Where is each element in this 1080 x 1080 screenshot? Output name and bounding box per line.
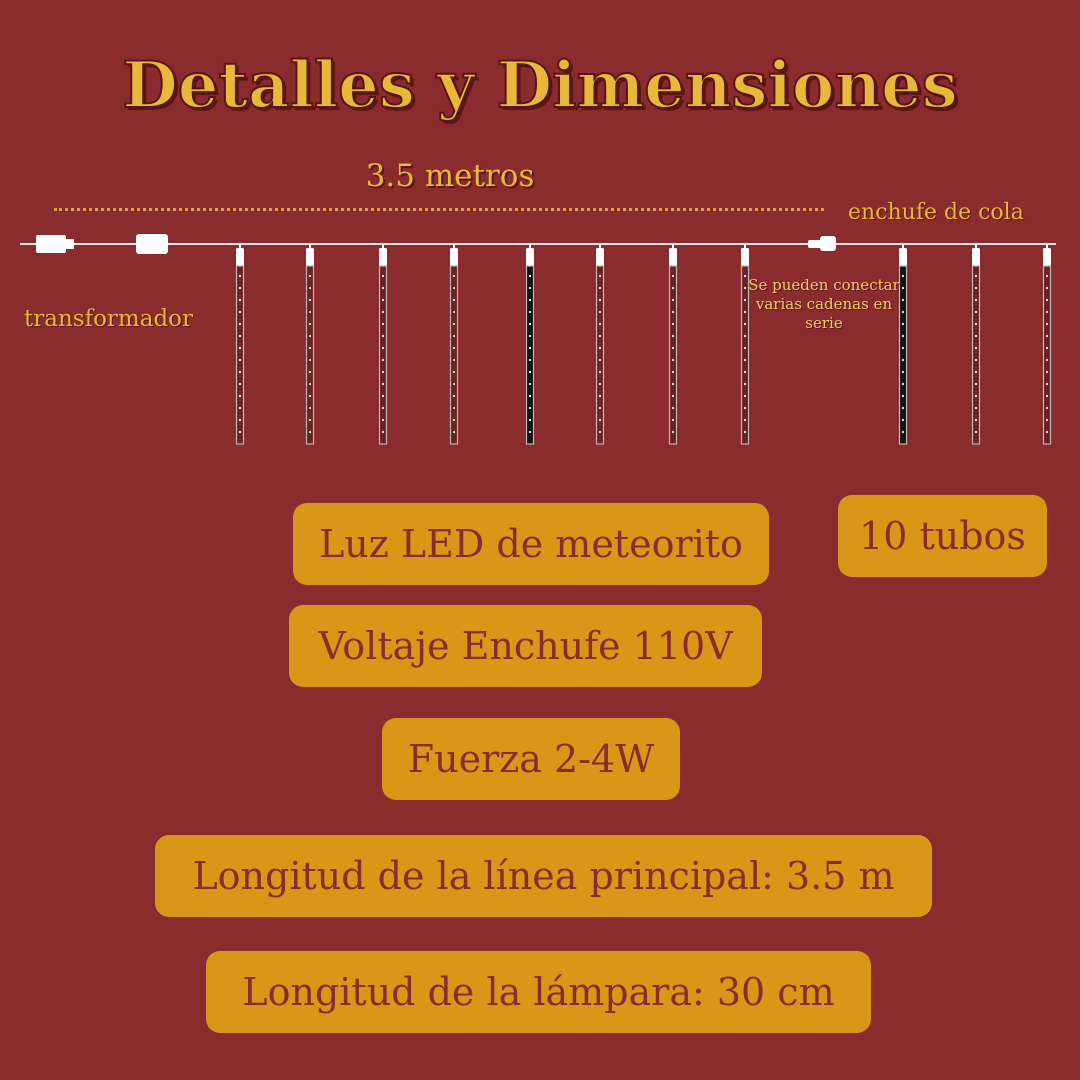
voltage-badge: Voltaje Enchufe 110V	[289, 605, 762, 687]
transformer-label: transformador	[24, 306, 194, 332]
voltage-label: Voltaje Enchufe 110V	[318, 624, 733, 668]
transformer-icon	[136, 234, 168, 254]
meteor-tube	[668, 244, 678, 445]
length-label: 3.5 metros	[365, 158, 535, 194]
series-connection-note: Se pueden conectar varias cadenas en ser…	[748, 276, 900, 332]
tail-connector-icon	[808, 236, 836, 251]
tail-plug-label: enchufe de cola	[848, 200, 1024, 225]
meteor-tube	[595, 244, 605, 445]
light-string-diagram	[20, 234, 1056, 445]
power-label: Fuerza 2-4W	[407, 737, 655, 781]
main-line-length-badge: Longitud de la línea principal: 3.5 m	[155, 835, 932, 917]
length-dimension-line	[54, 208, 824, 211]
meteor-tube	[449, 244, 459, 445]
lamp-length-label: Longitud de la lámpara: 30 cm	[242, 970, 835, 1014]
meteor-tube	[971, 244, 981, 445]
power-badge: Fuerza 2-4W	[382, 718, 680, 800]
lamp-length-badge: Longitud de la lámpara: 30 cm	[206, 951, 871, 1033]
meteor-tube	[740, 244, 750, 445]
type-badge-label: Luz LED de meteorito	[319, 522, 743, 566]
tube-group	[235, 244, 1052, 445]
type-badge: Luz LED de meteorito	[293, 503, 769, 585]
main-line-length-label: Longitud de la línea principal: 3.5 m	[192, 854, 895, 898]
meteor-tube	[1042, 244, 1052, 445]
tube-count-badge: 10 tubos	[838, 495, 1047, 577]
meteor-tube	[525, 244, 535, 445]
meteor-tube	[378, 244, 388, 445]
plug-icon	[36, 235, 74, 253]
page-title: Detalles y Dimensiones	[121, 47, 958, 124]
meteor-tube	[235, 244, 245, 445]
meteor-tube	[305, 244, 315, 445]
tube-count-label: 10 tubos	[859, 514, 1026, 558]
meteor-tube	[898, 244, 908, 445]
